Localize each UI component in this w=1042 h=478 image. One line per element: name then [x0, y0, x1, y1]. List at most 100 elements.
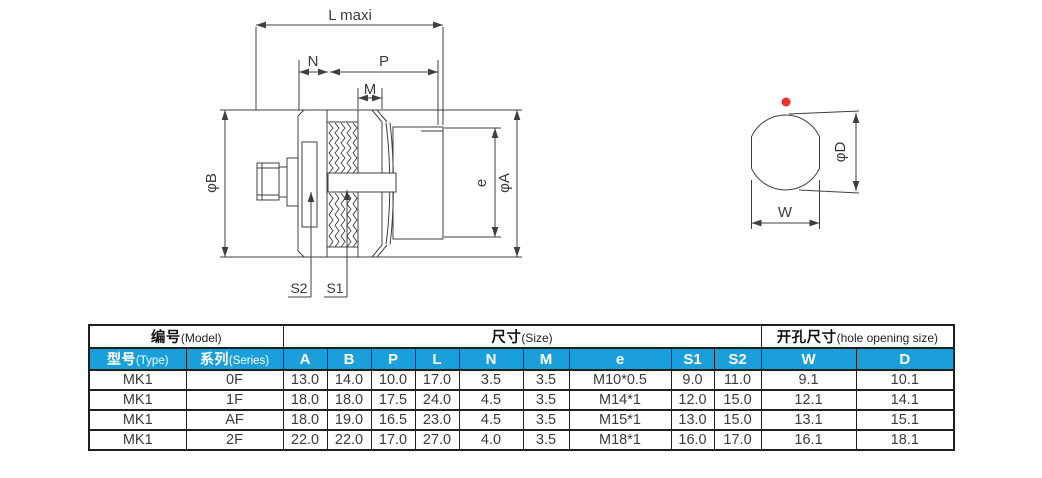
table-cell: 9.0 [670, 369, 715, 391]
table-column-header-row: 型号(Type) 系列(Series) A B P L N M e S1 S2 … [88, 347, 955, 371]
col-header-A: A [282, 347, 328, 371]
cutout-outline [751, 114, 820, 191]
group-header-model-zh: 编号 [150, 330, 181, 346]
panel-cutout-view [751, 110, 860, 229]
table-cell: 3.5 [458, 369, 524, 391]
table-cell: 14.1 [855, 389, 955, 411]
flange [297, 109, 328, 258]
table-cell: 22.0 [326, 429, 372, 451]
table-cell: 14.0 [326, 369, 372, 391]
dim-w [751, 180, 820, 229]
table-cell: 10.0 [370, 369, 416, 391]
col-header-L: L [414, 347, 460, 371]
table-cell: 24.0 [414, 389, 460, 411]
table-cell: 3.5 [522, 409, 570, 431]
table-cell: AF [185, 409, 284, 431]
col-header-M: M [522, 347, 570, 371]
table-cell: 3.5 [522, 369, 570, 391]
table-cell: 4.0 [458, 429, 524, 451]
table-cell: 17.5 [370, 389, 416, 411]
table-cell: 19.0 [326, 409, 372, 431]
group-header-model-en: (Model) [180, 331, 222, 345]
table-cell: 18.0 [282, 409, 328, 431]
col-header-type: 型号(Type) [88, 347, 187, 371]
table-cell: 13.1 [760, 409, 857, 431]
col-header-series-zh: 系列 [199, 351, 229, 367]
table-cell: 16.0 [670, 429, 715, 451]
dim-m [357, 88, 383, 109]
col-header-N: N [458, 347, 524, 371]
dim-n-p [298, 60, 439, 125]
group-header-model: 编号(Model) [88, 324, 284, 349]
table-row: MK1 0F 13.0 14.0 10.0 17.0 3.5 3.5 M10*0… [88, 369, 955, 391]
table-cell: 1F [185, 389, 284, 411]
table-cell: 2F [185, 429, 284, 451]
table-cell: 18.0 [282, 389, 328, 411]
col-header-W: W [760, 347, 857, 371]
table-cell: 12.0 [670, 389, 715, 411]
col-header-S2: S2 [713, 347, 762, 371]
dim-label-s1: S1 [326, 280, 343, 296]
dim-label-phi-d: φD [832, 142, 849, 163]
table-cell: 18.1 [855, 429, 955, 451]
center-slot [327, 172, 397, 193]
dim-phi-d [788, 110, 860, 194]
dim-e [444, 127, 501, 238]
col-header-e: e [568, 347, 672, 371]
dim-label-s2: S2 [290, 280, 307, 296]
construction-lines [220, 109, 522, 258]
dim-label-n: N [308, 53, 319, 70]
table-cell: 15.0 [713, 409, 762, 431]
col-header-B: B [326, 347, 372, 371]
group-header-hole-zh: 开孔尺寸 [776, 330, 837, 346]
dim-label-m: M [364, 81, 377, 98]
table-row: MK1 1F 18.0 18.0 17.5 24.0 4.5 3.5 M14*1… [88, 389, 955, 411]
table-cell: 11.0 [713, 369, 762, 391]
group-header-size-zh: 尺寸 [491, 330, 522, 346]
table-cell: 18.0 [326, 389, 372, 411]
dim-label-phi-a: φA [496, 173, 513, 193]
table-cell: 16.5 [370, 409, 416, 431]
table-cell: 17.0 [713, 429, 762, 451]
dim-label-phi-b: φB [203, 173, 220, 193]
table-cell: 12.1 [760, 389, 857, 411]
dim-label-p: P [379, 53, 389, 70]
dim-label-l-maxi: L maxi [328, 7, 372, 24]
table-cell: 3.5 [522, 429, 570, 451]
table-cell: 16.1 [760, 429, 857, 451]
table-cell: 3.5 [522, 389, 570, 411]
table-cell: 13.0 [670, 409, 715, 431]
col-header-type-en: (Type) [135, 355, 169, 367]
dim-label-e: e [473, 179, 490, 187]
table-cell: 13.0 [282, 369, 328, 391]
col-header-P: P [370, 347, 416, 371]
col-header-series-en: (Series) [228, 355, 270, 367]
leader-s1 [324, 190, 351, 298]
table-cell: MK1 [88, 369, 187, 391]
table-cell: 15.0 [713, 389, 762, 411]
table-cell: M15*1 [568, 409, 672, 431]
table-row: MK1 AF 18.0 19.0 16.5 23.0 4.5 3.5 M15*1… [88, 409, 955, 431]
rear-body [392, 126, 444, 240]
leader-s2 [288, 192, 315, 298]
table-row: MK1 2F 22.0 22.0 17.0 27.0 4.0 3.5 M18*1… [88, 429, 955, 451]
table-cell: 10.1 [855, 369, 955, 391]
dim-l-maxi [255, 21, 444, 125]
red-dot [781, 97, 791, 107]
connector-side-view [220, 21, 522, 298]
group-header-hole-en: (hole opening size) [836, 331, 938, 345]
table-cell: 0F [185, 369, 284, 391]
table-cell: 17.0 [370, 429, 416, 451]
table-cell: M18*1 [568, 429, 672, 451]
table-cell: MK1 [88, 409, 187, 431]
table-cell: M10*0.5 [568, 369, 672, 391]
table-cell: 15.1 [855, 409, 955, 431]
dimension-table: 编号(Model) 尺寸(Size) 开孔尺寸(hole opening siz… [88, 324, 956, 451]
group-header-size-en: (Size) [521, 331, 553, 345]
col-header-series: 系列(Series) [185, 347, 284, 371]
table-cell: 4.5 [458, 409, 524, 431]
table-cell: 27.0 [414, 429, 460, 451]
col-header-D: D [855, 347, 955, 371]
threaded-section [327, 121, 358, 248]
